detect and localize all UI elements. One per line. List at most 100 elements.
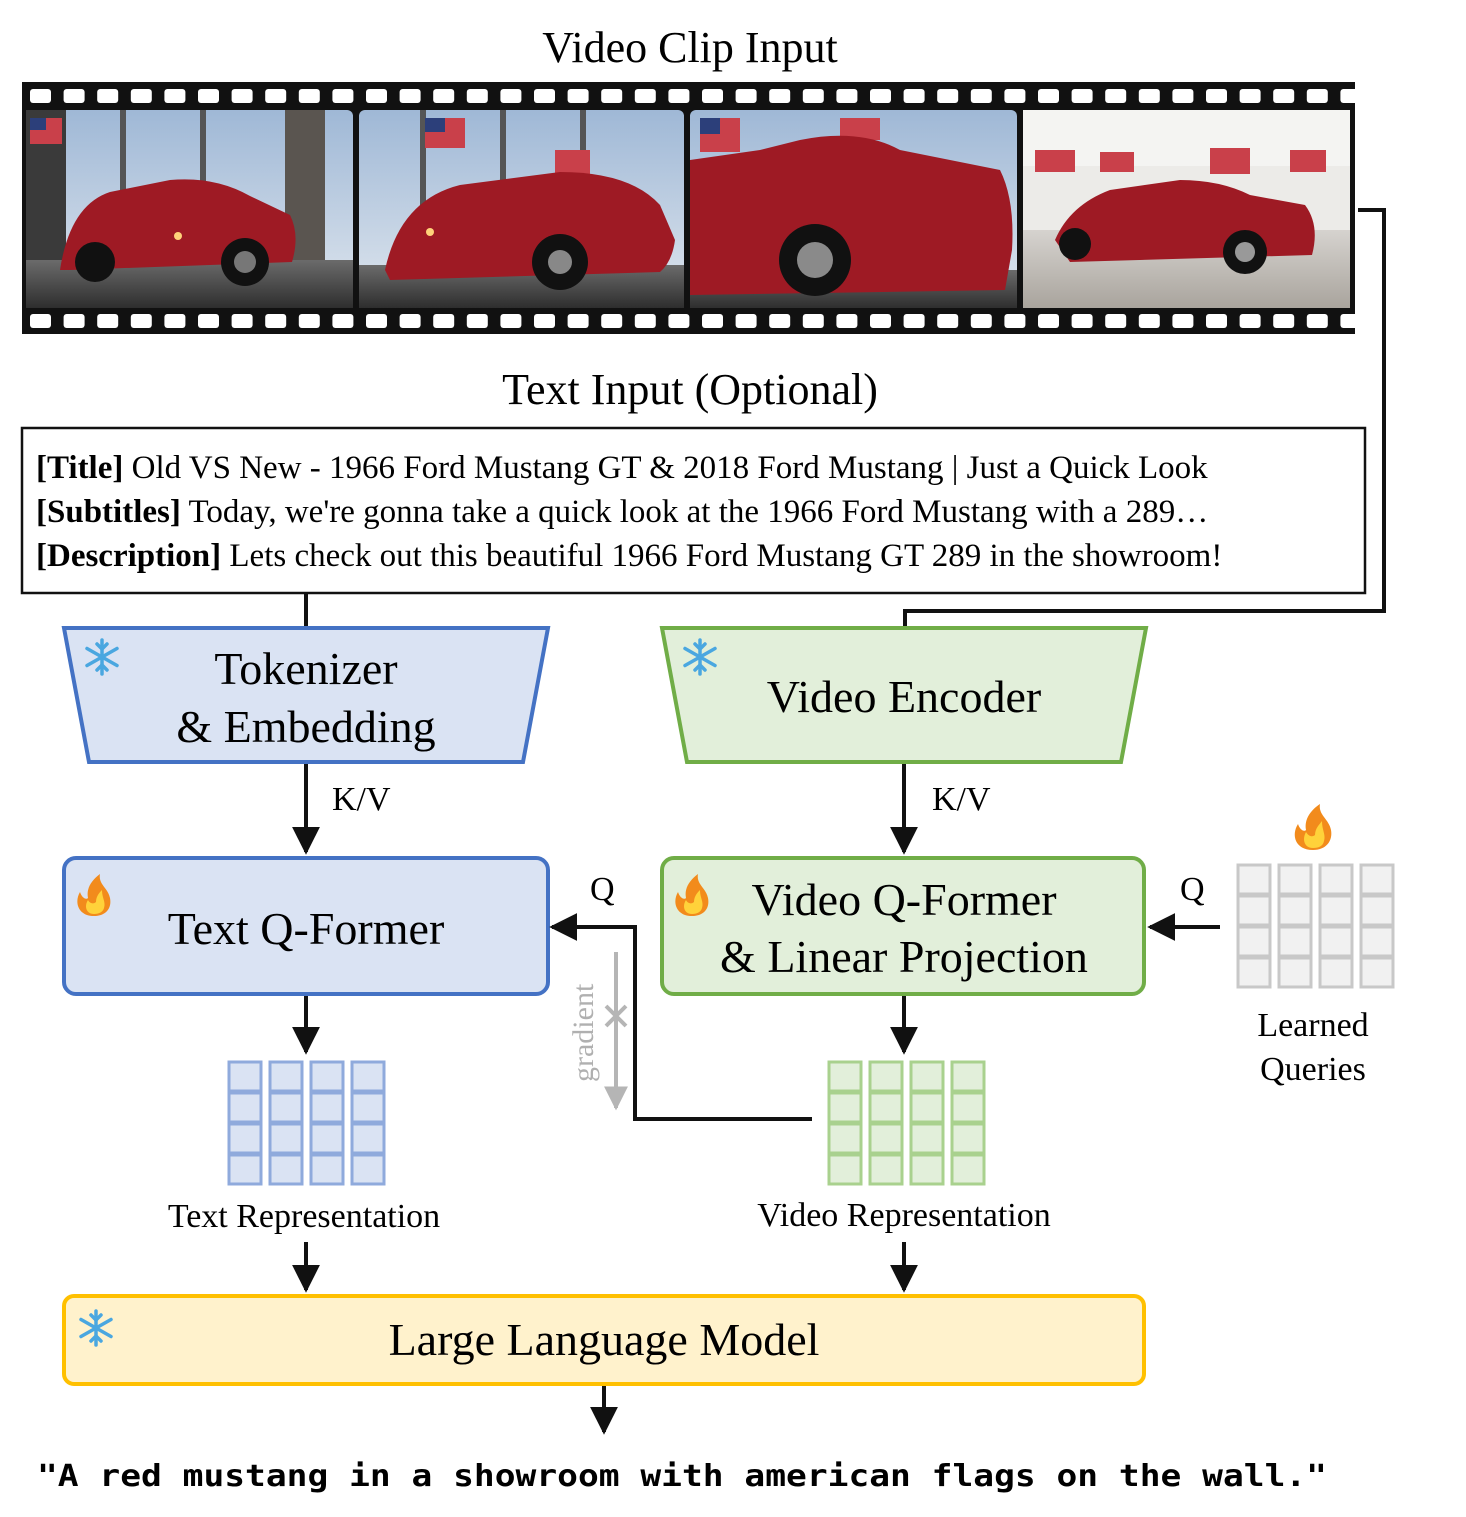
snowflake-icon bbox=[79, 1309, 113, 1347]
video-representation-label: Video Representation bbox=[757, 1197, 1050, 1234]
token-cell bbox=[1318, 925, 1354, 958]
sprocket-hole bbox=[1239, 314, 1261, 328]
sprocket-hole bbox=[198, 314, 219, 328]
sprocket-hole bbox=[702, 89, 723, 103]
sprocket-hole bbox=[30, 89, 51, 103]
token-cell bbox=[227, 1122, 263, 1155]
video-representation-grid bbox=[827, 1060, 986, 1186]
text-qformer-block: Text Q-Former bbox=[62, 856, 550, 996]
sprocket-hole bbox=[164, 89, 186, 103]
sprocket-hole bbox=[1340, 89, 1362, 103]
sprocket-hole bbox=[1038, 89, 1059, 103]
sprocket-hole bbox=[1138, 89, 1160, 103]
sprocket-hole bbox=[634, 314, 656, 328]
token-cell bbox=[1359, 956, 1395, 989]
token-cell bbox=[950, 1091, 986, 1124]
film-sprockets-bottom bbox=[30, 314, 1362, 328]
sprocket-hole bbox=[534, 314, 555, 328]
token-cell bbox=[868, 1091, 904, 1124]
sprocket-hole bbox=[601, 314, 623, 328]
video-frame-4 bbox=[1023, 110, 1350, 308]
text-input-box bbox=[20, 426, 1367, 595]
film-sprockets-top bbox=[30, 89, 1362, 103]
sprocket-hole bbox=[63, 314, 85, 328]
output-caption: "A red mustang in a showroom with americ… bbox=[37, 1459, 1327, 1494]
sprocket-hole bbox=[433, 89, 455, 103]
sprocket-hole bbox=[1306, 314, 1328, 328]
sprocket-hole bbox=[534, 89, 555, 103]
sprocket-hole bbox=[30, 314, 51, 328]
sprocket-hole bbox=[1172, 314, 1194, 328]
token-cell bbox=[827, 1060, 863, 1093]
token-cell bbox=[227, 1060, 263, 1093]
sprocket-hole bbox=[1206, 89, 1227, 103]
token-cell bbox=[309, 1122, 345, 1155]
sprocket-hole bbox=[1071, 89, 1093, 103]
film-strip bbox=[22, 82, 1362, 334]
gradient-indicator: gradient bbox=[567, 952, 628, 1111]
sprocket-hole bbox=[1306, 89, 1328, 103]
sprocket-hole bbox=[1206, 314, 1227, 328]
sprocket-hole bbox=[802, 89, 824, 103]
token-cell bbox=[950, 1153, 986, 1186]
token-cell bbox=[1318, 956, 1354, 989]
sprocket-hole bbox=[97, 89, 119, 103]
token-cell bbox=[868, 1153, 904, 1186]
sprocket-hole bbox=[298, 89, 320, 103]
sprocket-hole bbox=[231, 314, 253, 328]
sprocket-hole bbox=[870, 314, 891, 328]
video-qformer-label-line1: Video Q-Former bbox=[751, 874, 1056, 925]
sprocket-hole bbox=[1004, 314, 1026, 328]
token-cell bbox=[309, 1091, 345, 1124]
sprocket-hole bbox=[735, 314, 757, 328]
sprocket-hole bbox=[1172, 89, 1194, 103]
sprocket-hole bbox=[937, 89, 959, 103]
snowflake-icon bbox=[683, 638, 717, 676]
flame-icon bbox=[675, 874, 709, 916]
sprocket-hole bbox=[433, 314, 455, 328]
sprocket-hole bbox=[1273, 89, 1295, 103]
token-cell bbox=[827, 1153, 863, 1186]
flame-icon bbox=[77, 874, 111, 916]
sprocket-hole bbox=[366, 314, 387, 328]
sprocket-hole bbox=[870, 89, 891, 103]
text-input-subtitles-line: [Subtitles] Today, we're gonna take a qu… bbox=[36, 494, 1208, 530]
token-cell bbox=[268, 1060, 304, 1093]
token-cell bbox=[909, 1091, 945, 1124]
video-frame-1 bbox=[26, 110, 353, 308]
token-cell bbox=[350, 1153, 386, 1186]
sprocket-hole bbox=[601, 89, 623, 103]
token-cell bbox=[309, 1153, 345, 1186]
token-cell bbox=[350, 1091, 386, 1124]
sprocket-hole bbox=[63, 89, 85, 103]
sprocket-hole bbox=[1105, 314, 1127, 328]
token-cell bbox=[227, 1153, 263, 1186]
sprocket-hole bbox=[1071, 314, 1093, 328]
flame-icon bbox=[1294, 804, 1332, 850]
sprocket-hole bbox=[567, 89, 589, 103]
llm-block: Large Language Model bbox=[62, 1294, 1146, 1386]
token-cell bbox=[1359, 925, 1395, 958]
text-representation-label: Text Representation bbox=[168, 1198, 440, 1235]
sprocket-hole bbox=[231, 89, 253, 103]
token-cell bbox=[1236, 925, 1272, 958]
sprocket-hole bbox=[466, 314, 488, 328]
sprocket-hole bbox=[735, 89, 757, 103]
sprocket-hole bbox=[1138, 314, 1160, 328]
sprocket-hole bbox=[164, 314, 186, 328]
sprocket-hole bbox=[769, 89, 791, 103]
gradient-label: gradient bbox=[567, 983, 600, 1082]
sprocket-hole bbox=[265, 314, 287, 328]
token-cell bbox=[950, 1060, 986, 1093]
tokenizer-block: Tokenizer & Embedding bbox=[61, 626, 551, 764]
sprocket-hole bbox=[668, 89, 690, 103]
token-cell bbox=[827, 1122, 863, 1155]
token-cell bbox=[268, 1153, 304, 1186]
q-text-label: Q bbox=[590, 871, 615, 908]
sprocket-hole bbox=[903, 89, 925, 103]
q-text-connector bbox=[549, 913, 812, 1121]
sprocket-hole bbox=[399, 314, 421, 328]
token-cell bbox=[909, 1060, 945, 1093]
token-cell bbox=[1236, 863, 1272, 896]
